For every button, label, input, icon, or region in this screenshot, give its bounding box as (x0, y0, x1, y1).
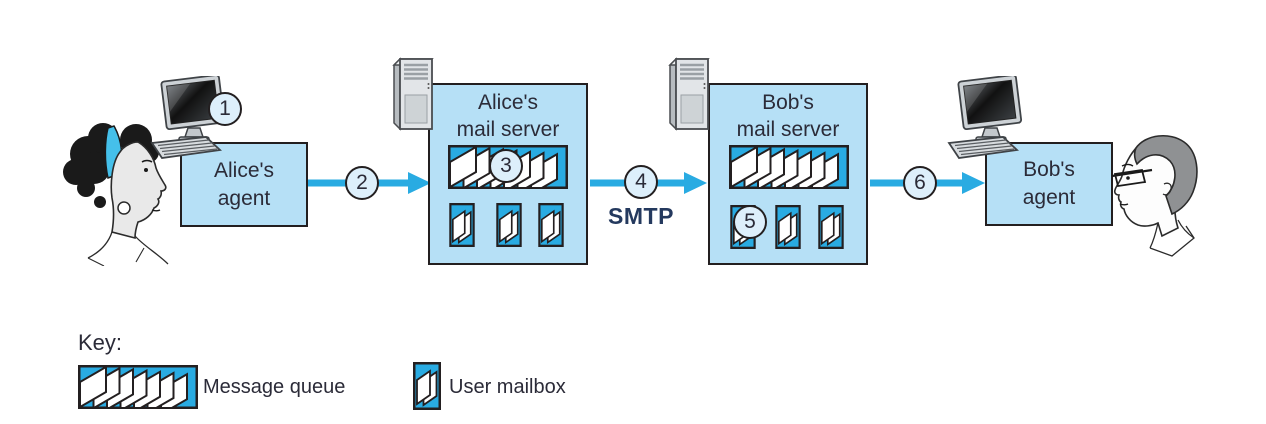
bob-mail-server-label: Bob's mail server (710, 89, 866, 144)
key-message-queue-icon (78, 364, 198, 410)
bob-message-queue-icon (729, 145, 849, 189)
alice-server-line2: mail server (456, 118, 560, 142)
alice-server-line1: Alice's (477, 91, 539, 114)
bob-agent-box: Bob's agent (985, 142, 1113, 226)
bob-computer-icon (945, 76, 1037, 164)
bob-user-mailbox-icon (817, 205, 845, 249)
person-bob-illustration (1111, 135, 1198, 257)
bob-mail-server-box: Bob's mail server (708, 83, 868, 265)
bob-server-line2: mail server (736, 118, 840, 142)
step-badge-6: 6 (903, 166, 937, 200)
step-badge-2: 2 (345, 166, 379, 200)
smtp-protocol-label: SMTP (608, 203, 674, 229)
alice-user-mailbox-icon (537, 203, 565, 247)
key-user-mailbox-label: User mailbox (449, 376, 566, 398)
key-user-mailbox-icon (413, 362, 441, 410)
step-number-5: 5 (744, 210, 756, 233)
alice-user-mailbox-icon (448, 203, 476, 247)
bob-agent-line2: agent (1022, 186, 1076, 209)
alice-user-mailbox-icon (495, 203, 523, 247)
alice-mail-server-label: Alice's mail server (430, 89, 586, 144)
bob-agent-label: Bob's agent (1023, 156, 1076, 211)
alice-agent-box: Alice's agent (180, 142, 308, 227)
alice-agent-label: Alice's agent (214, 157, 274, 212)
person-alice-illustration (63, 123, 169, 266)
step-number-6: 6 (914, 171, 926, 194)
bob-server-tower-icon (666, 51, 714, 133)
bob-server-line1: Bob's (762, 91, 814, 114)
bob-agent-line1: Bob's (1023, 158, 1075, 182)
step-number-1: 1 (219, 97, 231, 120)
alice-agent-line1: Alice's (213, 158, 275, 182)
step-badge-1: 1 (208, 92, 242, 126)
step-number-2: 2 (356, 171, 368, 194)
alice-server-tower-icon (390, 51, 438, 133)
alice-agent-line2: agent (217, 186, 271, 210)
step-badge-5: 5 (733, 205, 767, 239)
key-message-queue-label: Message queue (203, 376, 346, 398)
key-title: Key: (78, 330, 123, 355)
step-number-3: 3 (500, 154, 512, 177)
step-badge-4: 4 (624, 165, 658, 199)
step-badge-3: 3 (489, 149, 523, 183)
bob-user-mailbox-icon (774, 205, 802, 249)
step-number-4: 4 (635, 170, 647, 193)
